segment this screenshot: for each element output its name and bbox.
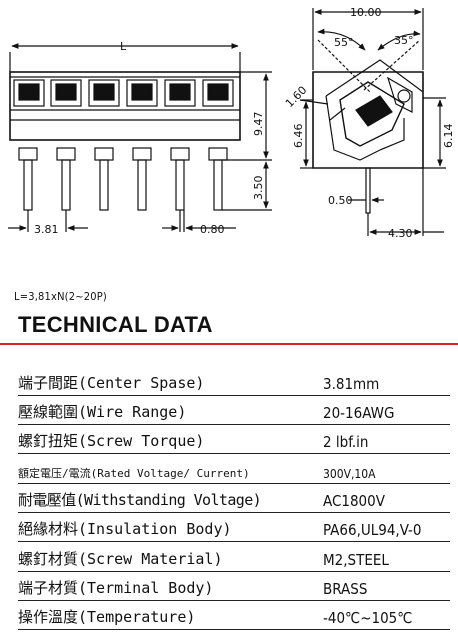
spec-row-insulation-body: 絕緣材料(Insulation Body) PA66,UL94,V-0 (18, 512, 450, 543)
spec-value: M2,STEEL (323, 541, 450, 572)
spec-row-screw-material: 螺釘材質(Screw Material) M2,STEEL (18, 541, 450, 572)
spec-value: AC1800V (323, 483, 450, 513)
spec-row-withstanding-voltage: 耐電壓值(Withstanding Voltage) AC1800V (18, 483, 450, 513)
dim-body-height-left: 6.46 (292, 124, 305, 149)
technical-drawing: L 9.47 3.50 3.81 0.80 10.00 55° 35° 1.60… (8, 6, 455, 240)
spec-value: 300V,10A (323, 453, 450, 484)
spec-row-screw-torque: 螺釘扭矩(Screw Torque) 2 lbf.in (18, 424, 450, 455)
spec-row-temperature: 操作溫度(Temperature) -40℃~105℃ (18, 600, 450, 631)
dim-angle-1: 55° (334, 36, 354, 49)
spec-label: 螺釘扭矩(Screw Torque) (18, 424, 323, 455)
dim-angle-2: 35° (394, 34, 414, 47)
section-heading: TECHNICAL DATA (18, 312, 213, 337)
spec-value: 20-16AWG (323, 395, 450, 426)
spec-row-center-spacing: 端子間距(Center Spase) 3.81mm (18, 366, 450, 396)
dim-pin-length: 3.50 (252, 176, 265, 201)
spec-label: 絕緣材料(Insulation Body) (18, 512, 323, 543)
spec-label: 端子材質(Terminal Body) (18, 571, 323, 601)
spec-label: 端子間距(Center Spase) (18, 366, 323, 396)
dim-length: L (120, 40, 127, 53)
spec-table: 端子間距(Center Spase) 3.81mm 壓線範圍(Wire Rang… (18, 366, 450, 631)
spec-value: 3.81mm (323, 366, 450, 396)
dim-pin-offset: 4.30 (388, 227, 413, 240)
spec-label: 耐電壓值(Withstanding Voltage) (18, 483, 323, 513)
spec-row-wire-range: 壓線範圍(Wire Range) 20-16AWG (18, 395, 450, 426)
heading-divider (0, 343, 458, 345)
spec-label: 額定電压/電流(Rated Voltage/ Current) (18, 453, 323, 484)
spec-row-rated-voltage: 額定電压/電流(Rated Voltage/ Current) 300V,10A (18, 453, 450, 484)
length-formula: L=3,81xN(2~20P) (14, 290, 107, 303)
dim-pitch: 3.81 (34, 223, 59, 236)
dim-pin-width: 0.80 (200, 223, 225, 236)
spec-label: 操作溫度(Temperature) (18, 600, 323, 631)
spec-label: 壓線範圍(Wire Range) (18, 395, 323, 426)
dim-body-height-right: 6.14 (442, 124, 455, 149)
spec-label: 螺釘材質(Screw Material) (18, 541, 323, 572)
spec-value: 2 lbf.in (323, 424, 450, 455)
dim-height-total: 9.47 (252, 112, 265, 137)
spec-value: PA66,UL94,V-0 (323, 512, 450, 543)
spec-row-terminal-body: 端子材質(Terminal Body) BRASS (18, 571, 450, 601)
spec-value: BRASS (323, 571, 450, 601)
dim-pin-thickness: 0.50 (328, 194, 353, 207)
dim-width-side: 10.00 (350, 6, 382, 19)
spec-value: -40℃~105℃ (323, 600, 450, 631)
